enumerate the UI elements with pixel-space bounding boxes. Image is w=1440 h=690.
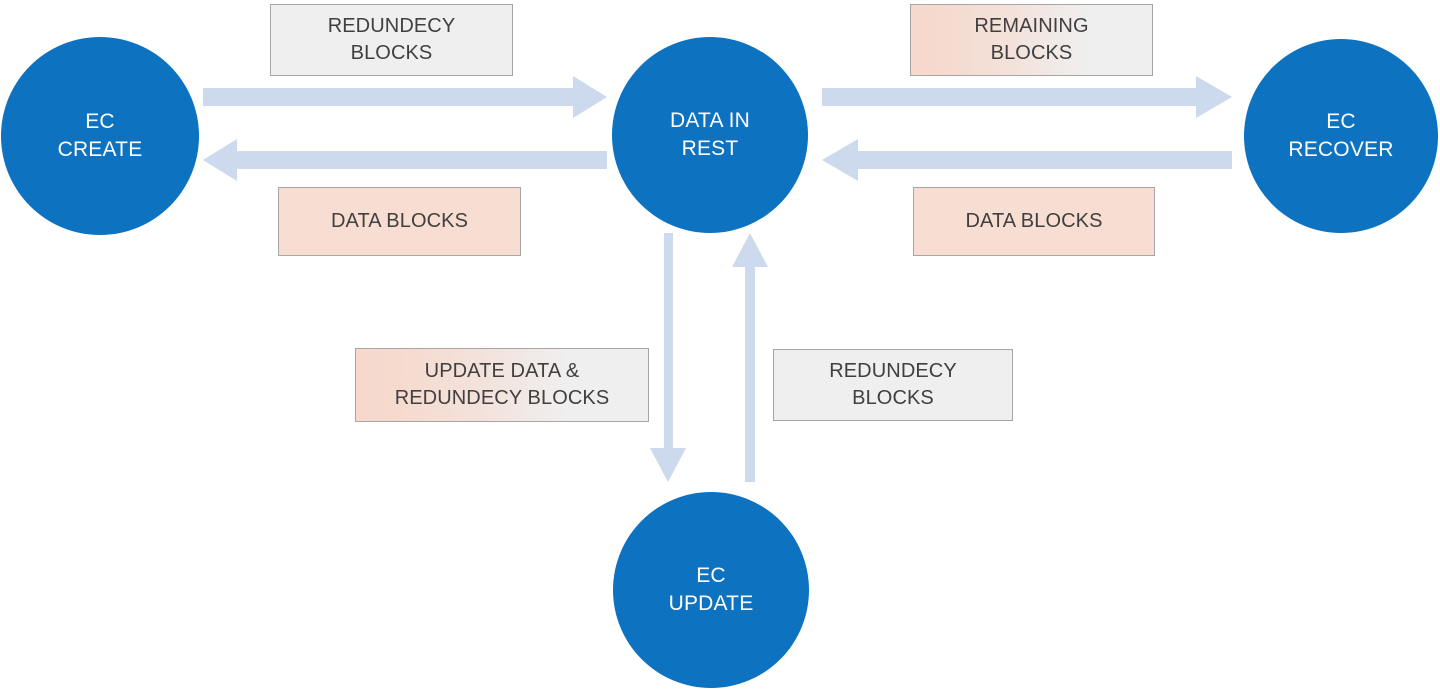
arrow-rest-to-update bbox=[650, 233, 686, 482]
node-data-in-rest[interactable]: DATA IN REST bbox=[612, 37, 808, 233]
arrow-rest-to-create bbox=[203, 139, 607, 181]
arrow-rest-to-recover bbox=[822, 76, 1232, 118]
label-redundecy-blocks-bottom: REDUNDECY BLOCKS bbox=[773, 349, 1013, 421]
node-ec-update[interactable]: EC UPDATE bbox=[613, 492, 809, 688]
arrow-recover-to-rest bbox=[822, 139, 1232, 181]
arrow-create-to-rest bbox=[203, 76, 607, 118]
label-data-blocks-left: DATA BLOCKS bbox=[278, 187, 521, 256]
label-data-blocks-right: DATA BLOCKS bbox=[913, 187, 1155, 256]
arrow-update-to-rest bbox=[732, 233, 768, 482]
label-redundecy-blocks-top-left: REDUNDECY BLOCKS bbox=[270, 4, 513, 76]
node-ec-recover[interactable]: EC RECOVER bbox=[1244, 39, 1438, 233]
label-update-data-redundecy-blocks: UPDATE DATA & REDUNDECY BLOCKS bbox=[355, 348, 649, 422]
node-ec-create[interactable]: EC CREATE bbox=[1, 37, 199, 235]
label-remaining-blocks-top-right: REMAINING BLOCKS bbox=[910, 4, 1153, 76]
